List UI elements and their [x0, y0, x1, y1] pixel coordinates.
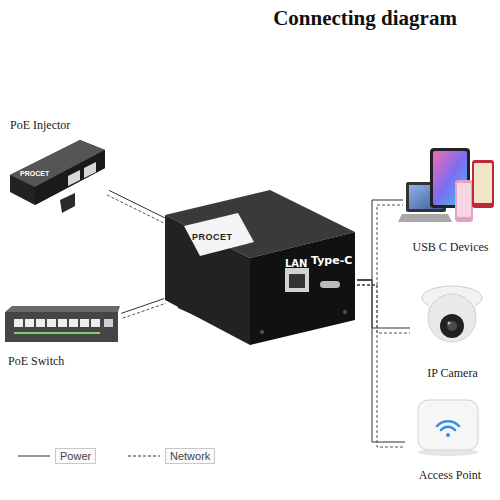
phone-pink-screen [457, 183, 471, 217]
power-line [357, 280, 405, 442]
camera-lens [440, 314, 464, 338]
phone-pink [455, 180, 473, 222]
brand-logo: PROCET [20, 170, 60, 177]
ip-camera: IP Camera [410, 272, 495, 384]
network-line [123, 303, 166, 318]
poe-switch: PoE Switch [4, 300, 122, 372]
camera-lens-glint [448, 322, 451, 325]
laptop-keyboard [398, 214, 452, 222]
switch-port [58, 319, 67, 327]
legend-item: Network [126, 446, 215, 464]
screw [343, 310, 347, 314]
network-line-sample [128, 456, 160, 457]
legend-text: Power [55, 448, 96, 464]
lan-port-socket [289, 274, 305, 288]
power-line [109, 190, 166, 218]
network-line [107, 195, 164, 223]
injector-foot [60, 193, 75, 213]
access-point: Access Point [405, 396, 495, 488]
splitter-sticker [184, 213, 254, 256]
device-label: PoE Injector [10, 118, 106, 133]
network-line [357, 285, 405, 447]
diagram-title: Connecting diagram [240, 6, 490, 31]
legend-line-sample [126, 451, 162, 461]
switch-port [69, 319, 78, 327]
legend-text: Network [165, 448, 215, 464]
device-label: USB C Devices [403, 240, 498, 255]
injector-body [10, 140, 105, 205]
phone-red-screen [474, 163, 492, 203]
power-line [357, 280, 410, 328]
device-label: PoE Switch [8, 354, 118, 369]
legend-item: Power [16, 446, 96, 464]
connector-line [357, 280, 405, 447]
poe-splitter: PROCET LANType-C [165, 188, 357, 348]
switch-port [47, 319, 56, 327]
camera-dome [428, 294, 476, 342]
device-label: IP Camera [410, 366, 495, 381]
switch-uplink [104, 319, 113, 327]
port-label: Type-C [311, 254, 355, 267]
network-line [357, 205, 403, 285]
connector-line [107, 190, 166, 223]
usb-c-port [320, 281, 340, 288]
port-label: LAN [285, 258, 309, 269]
switch-port [80, 319, 89, 327]
lan-port [285, 268, 309, 292]
connector-line [121, 299, 166, 319]
switch-port [36, 319, 45, 327]
wifi-arc [437, 421, 459, 426]
camera-lens-inner [447, 321, 457, 331]
device-label: Access Point [405, 468, 495, 483]
injector-port [84, 162, 96, 178]
injector-port [68, 170, 80, 186]
switch-front [5, 312, 118, 342]
phone-red [472, 160, 494, 208]
splitter-front [250, 232, 355, 345]
switch-port [14, 319, 23, 327]
switch-leds [14, 332, 100, 334]
connector-line [357, 200, 403, 285]
wifi-arc [441, 427, 455, 430]
network-line [357, 285, 410, 333]
switch-port [25, 319, 34, 327]
wifi-dot [446, 433, 450, 437]
poe-injector: PoE InjectorPROCET [8, 116, 108, 220]
ap-body [418, 400, 478, 450]
power-line [357, 200, 403, 280]
switch-port [91, 319, 100, 327]
power-line-sample [18, 456, 50, 457]
legend-line-sample [16, 451, 52, 461]
usb-c-devices: USB C Devices [403, 142, 498, 258]
connector-line [357, 280, 410, 333]
screw [260, 330, 264, 334]
switch-top [5, 306, 120, 312]
brand-logo: PROCET [192, 232, 252, 242]
